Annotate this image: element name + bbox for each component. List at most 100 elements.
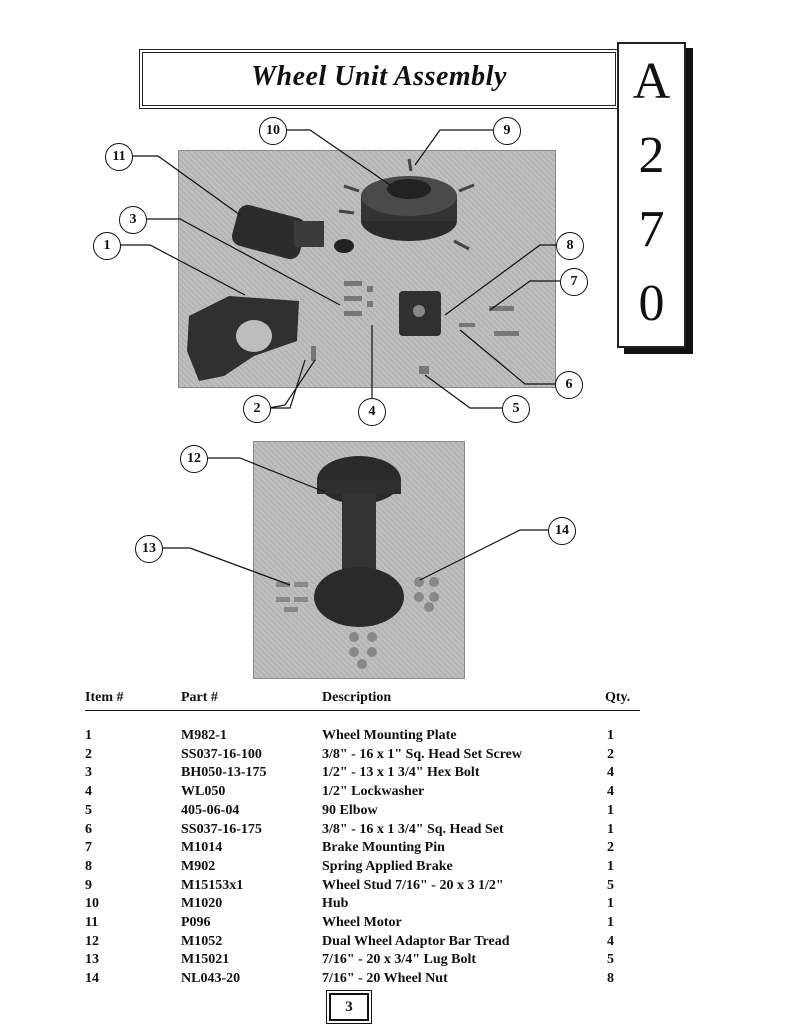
page-number: 3 — [329, 993, 369, 1021]
title-box: Wheel Unit Assembly — [142, 52, 616, 106]
cell-qty: 4 — [607, 784, 614, 800]
cell-qty: 1 — [607, 858, 614, 874]
table-row: 6 SS037-16-175 3/8" - 16 x 1 3/4" Sq. Head… — [85, 822, 640, 841]
cell-qty: 1 — [607, 821, 614, 837]
parts-illustration-bottom — [276, 456, 439, 669]
header-qty: Qty. — [605, 690, 631, 705]
callout-5: 5 — [502, 395, 530, 423]
table-row: 7 M1014 Brake Mounting Pin 2 — [85, 840, 640, 859]
callout-14: 14 — [548, 517, 576, 545]
cell-item: 3 — [85, 765, 92, 781]
cell-part: M1020 — [181, 896, 223, 912]
table-row: 11 P096 Wheel Motor 1 — [85, 915, 640, 934]
callout-13: 13 — [135, 535, 163, 563]
cell-qty: 5 — [607, 952, 614, 968]
parts-photo-top — [178, 150, 556, 388]
cell-item: 1 — [85, 728, 92, 743]
header-description: Description — [322, 690, 392, 705]
table-row: 8 M902 Spring Applied Brake 1 — [85, 859, 640, 878]
cell-description: Brake Mounting Pin — [322, 840, 445, 856]
cell-part: BH050-13-175 — [181, 765, 267, 781]
header-part: Part # — [181, 690, 218, 705]
cell-qty: 8 — [607, 971, 614, 987]
cell-qty: 5 — [607, 877, 614, 893]
table-row: 12 M1052 Dual Wheel Adaptor Bar Tread 4 — [85, 934, 640, 953]
cell-part: SS037-16-100 — [181, 746, 262, 762]
cell-description: 7/16" - 20 x 3/4" Lug Bolt — [322, 952, 476, 968]
code-char-3: 7 — [638, 201, 665, 258]
callout-12: 12 — [180, 445, 208, 473]
table-row: 4 WL050 1/2" Lockwasher 4 — [85, 784, 640, 803]
parts-photo-bottom — [253, 441, 465, 679]
callout-2: 2 — [243, 395, 271, 423]
cell-qty: 2 — [607, 840, 614, 856]
cell-description: 3/8" - 16 x 1" Sq. Head Set Screw — [322, 746, 523, 762]
table-row: 10 M1020 Hub 1 — [85, 896, 640, 915]
cell-qty: 1 — [607, 915, 614, 930]
callout-1: 1 — [93, 232, 121, 260]
table-row: 3 BH050-13-175 1/2" - 13 x 1 3/4" Hex Bolt… — [85, 765, 640, 784]
header-divider — [85, 710, 640, 711]
cell-description: 3/8" - 16 x 1 3/4" Sq. Head Set — [322, 821, 504, 837]
cell-qty: 1 — [607, 896, 614, 912]
cell-item: 2 — [85, 746, 92, 762]
code-char-1: A — [632, 53, 671, 110]
cell-description: Wheel Stud 7/16" - 20 x 3 1/2" — [322, 877, 504, 893]
table-row: 14 NL043-20 7/16" - 20 Wheel Nut 8 — [85, 971, 640, 990]
callout-3: 3 — [119, 206, 147, 234]
cell-description: Wheel Mounting Plate — [322, 728, 457, 743]
table-row: 2 SS037-16-100 3/8" - 16 x 1" Sq. Head Set… — [85, 747, 640, 766]
cell-item: 6 — [85, 821, 92, 837]
callout-10: 10 — [259, 117, 287, 145]
cell-qty: 4 — [607, 765, 614, 781]
cell-part: WL050 — [181, 784, 226, 800]
cell-item: 4 — [85, 784, 92, 800]
callout-4: 4 — [358, 398, 386, 426]
cell-description: 1/2" Lockwasher — [322, 784, 425, 800]
cell-item: 8 — [85, 858, 92, 874]
cell-description: Hub — [322, 896, 349, 912]
cell-item: 12 — [85, 933, 99, 949]
header-item: Item # — [85, 690, 124, 705]
cell-part: M15153x1 — [181, 877, 244, 893]
cell-item: 10 — [85, 896, 99, 912]
cell-qty: 2 — [607, 746, 614, 762]
cell-part: 405-06-04 — [181, 802, 240, 818]
cell-qty: 4 — [607, 933, 614, 949]
table-row: 9 M15153x1 Wheel Stud 7/16" - 20 x 3 1/2" 5 — [85, 878, 640, 897]
cell-qty: 1 — [607, 728, 614, 743]
cell-description: Spring Applied Brake — [322, 858, 453, 874]
cell-description: Wheel Motor — [322, 915, 402, 930]
callout-9: 9 — [493, 117, 521, 145]
cell-part: M1014 — [181, 840, 223, 856]
cell-qty: 1 — [607, 802, 614, 818]
cell-part: NL043-20 — [181, 971, 241, 987]
cell-description: 1/2" - 13 x 1 3/4" Hex Bolt — [322, 765, 480, 781]
table-row: 5 405-06-04 90 Elbow 1 — [85, 803, 640, 822]
cell-item: 11 — [85, 915, 99, 930]
cell-item: 14 — [85, 971, 99, 987]
cell-part: P096 — [181, 915, 211, 930]
callout-11: 11 — [105, 143, 133, 171]
section-code-box: A 2 7 0 — [617, 42, 686, 348]
cell-part: M902 — [181, 858, 216, 874]
callout-7: 7 — [560, 268, 588, 296]
cell-item: 13 — [85, 952, 99, 968]
cell-description: 90 Elbow — [322, 802, 378, 818]
cell-description: 7/16" - 20 Wheel Nut — [322, 971, 448, 987]
code-char-2: 2 — [638, 127, 665, 184]
callout-6: 6 — [555, 371, 583, 399]
cell-part: M1052 — [181, 933, 223, 949]
page-title: Wheel Unit Assembly — [251, 61, 507, 92]
code-char-4: 0 — [638, 275, 665, 332]
cell-part: SS037-16-175 — [181, 821, 262, 837]
cell-item: 5 — [85, 802, 92, 818]
cell-item: 7 — [85, 840, 92, 856]
table-row: 1 M982-1 Wheel Mounting Plate 1 — [85, 728, 640, 747]
cell-description: Dual Wheel Adaptor Bar Tread — [322, 933, 510, 949]
table-row: 13 M15021 7/16" - 20 x 3/4" Lug Bolt 5 — [85, 952, 640, 971]
cell-part: M15021 — [181, 952, 230, 968]
cell-item: 9 — [85, 877, 92, 893]
cell-part: M982-1 — [181, 728, 227, 743]
callout-8: 8 — [556, 232, 584, 260]
